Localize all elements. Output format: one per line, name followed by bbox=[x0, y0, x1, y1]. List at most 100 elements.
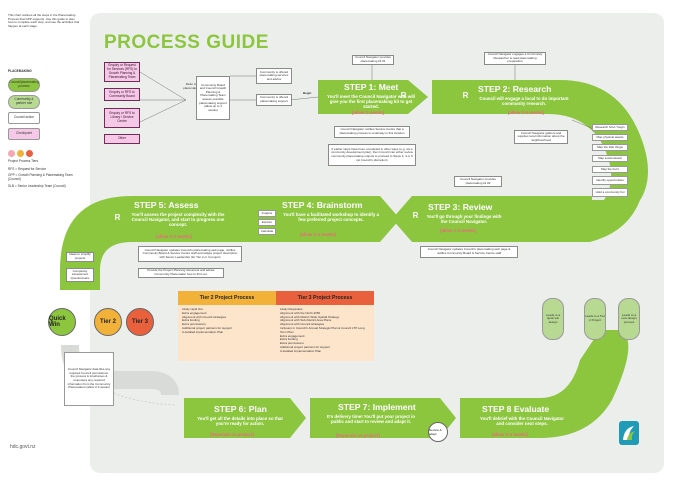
step8-duration: [allow 2-4 weeks] bbox=[492, 432, 528, 437]
navigator-icon: R bbox=[412, 211, 419, 220]
step4-imagine: Imagine bbox=[258, 210, 276, 217]
step5-body: You'll assess the project complexity wit… bbox=[131, 212, 225, 228]
step7-duration: [Depends on project] bbox=[336, 433, 380, 438]
step4-duration: [allow 2-3 weeks] bbox=[300, 232, 336, 237]
legend-community-role: Community & partner role bbox=[8, 95, 40, 109]
tier2-item: Extra funding bbox=[182, 318, 200, 323]
legend-council-process: Council/placemaking process bbox=[8, 78, 40, 92]
step5-arrow bbox=[60, 196, 236, 290]
intro-text: This chart outlines all the steps in the… bbox=[8, 13, 80, 28]
step2-duration: [allow 2-4 weeks] bbox=[508, 110, 544, 115]
step8-body: You'll debrief with the Council Navigato… bbox=[480, 416, 564, 427]
permissions-note: Council Navigator data files any require… bbox=[64, 352, 114, 406]
step3-body: You'll go through your findings with the… bbox=[426, 214, 502, 225]
step2-body: Council will engage a local to do import… bbox=[479, 96, 569, 107]
step3-kit-box: Council Navigator provides placemaking k… bbox=[454, 176, 502, 187]
legend-dot-tier2 bbox=[17, 150, 24, 157]
page-title: PROCESS GUIDE bbox=[104, 32, 269, 53]
legend-tiers-label: Project Process Tiers bbox=[8, 159, 39, 163]
legend-abbr-slb: SLB = Senior Leadership Team (Council) bbox=[8, 184, 66, 188]
step1-arrow bbox=[318, 80, 428, 114]
navigator-icon: R bbox=[462, 91, 469, 100]
step7-heading: STEP 7: Implement bbox=[338, 402, 416, 412]
step3-update-box: Council Navigator updates Council's plac… bbox=[420, 246, 518, 258]
tier3-item: A detailed implementation Plan bbox=[280, 348, 322, 353]
lead-tier2-project: Leads to a Tier 2 Project bbox=[584, 298, 606, 340]
review-adapt-badge: Review & adapt bbox=[428, 422, 448, 442]
step2-task: Research brief / begin bbox=[592, 124, 628, 131]
legend-council-action: Council action bbox=[8, 112, 40, 124]
tier2-title: Tier 2 Project Process bbox=[178, 291, 276, 305]
tier3-item: Likely Requisites bbox=[280, 307, 303, 311]
entry-option-gpp: Enquiry or Request for Services (RFS) to… bbox=[104, 62, 140, 82]
step2-researcher-box: Council Navigator engages a Community Re… bbox=[484, 52, 546, 65]
entry-option-board: Enquiry or RFS to Community Board bbox=[104, 88, 140, 101]
step1-kit-box: Council Navigator provides placemaking k… bbox=[352, 55, 394, 65]
complexity-questionnaire-box: Complexity Assessment Questionnaire bbox=[66, 268, 94, 282]
step6-body: You'll get all the details into place so… bbox=[197, 416, 283, 427]
step3-duration: [allow 1-2 weeks] bbox=[440, 228, 476, 233]
tier2-list: Likely rapid hire Extra engagement Align… bbox=[178, 305, 276, 361]
legend-checkpoint: Checkpoint bbox=[8, 128, 40, 140]
tier2-item: A detailed implementation Plan bbox=[182, 329, 224, 334]
navigator-icon: R bbox=[114, 213, 121, 222]
step1-notify-box: Council Navigator notifies Service Centr… bbox=[334, 126, 410, 138]
step5-duration: [allow 1-2 weeks] bbox=[156, 234, 192, 239]
step8-arrow bbox=[460, 330, 629, 438]
quick-win-circle: Quick Win bbox=[48, 308, 76, 336]
step4-explore: Explore bbox=[258, 219, 276, 226]
tier3-item: Alignment with District Wide Spatial Str… bbox=[280, 314, 340, 319]
legend-dot-quickwin bbox=[8, 150, 15, 157]
navigator-icon: R bbox=[400, 91, 407, 100]
step3-heading: STEP 3: Review bbox=[428, 202, 493, 212]
step2-task: Identify opportunities bbox=[592, 176, 628, 185]
offered-support-box: Community is offered placemaking support bbox=[256, 94, 292, 106]
council-logo bbox=[619, 421, 639, 445]
step1-body: You'll meet the Council Navigator who wi… bbox=[327, 94, 415, 110]
tier3-item: Alignment with the North 2050 bbox=[280, 310, 321, 315]
tier3-item: Inclusion in Council's Annual Strategic … bbox=[280, 325, 365, 334]
entry-option-library: Enquiry or RFS to Library / Service Cent… bbox=[104, 108, 140, 128]
step4-arrow bbox=[236, 196, 400, 242]
step2-task: Map physical assets bbox=[592, 134, 628, 141]
tier3-item: Additional project partners for support bbox=[280, 344, 331, 349]
step8-heading: STEP 8 Evaluate bbox=[482, 404, 550, 414]
tier3-item: Extra funding bbox=[280, 337, 298, 342]
step2-task: Hold a community hui bbox=[592, 188, 628, 197]
tier3-item: Alignment with Council strategies bbox=[280, 322, 325, 327]
tier2-item: Likely rapid hire bbox=[182, 307, 204, 311]
step2-task: Map the buzz bbox=[592, 166, 628, 173]
tier2-item: Alignment with Council strategies bbox=[182, 314, 227, 319]
step3-arrow bbox=[392, 196, 640, 242]
simplify-ideas-box: Ideas to simplify projects bbox=[66, 252, 94, 262]
footer-url: hdc.govt.nz bbox=[10, 444, 36, 450]
board-assess-box: Community Board and Council Growth Plann… bbox=[196, 76, 230, 120]
lead-quick-win: Leads to a quick win design bbox=[542, 298, 564, 340]
tier2-item: Additional project partners for support bbox=[182, 325, 233, 330]
step2-info-box: Council Navigator gathers and supplies l… bbox=[514, 130, 568, 144]
tier3-list: Likely Requisites Alignment with the Nor… bbox=[276, 305, 374, 361]
step6-arrow bbox=[184, 398, 306, 438]
step2-arrow bbox=[432, 80, 648, 212]
tier3-circle: Tier 3 bbox=[126, 308, 154, 336]
step6-duration: [Depends on project] bbox=[210, 432, 254, 437]
legend-dot-tier3 bbox=[26, 150, 33, 157]
offered-services-box: Community is offered placemaking service… bbox=[256, 68, 292, 84]
tier3-item: Alignment with Sub-District Area Plans bbox=[280, 318, 332, 323]
tier2-item: Extra permissions bbox=[182, 322, 206, 327]
step7-body: It's delivery time! You'll put your proj… bbox=[326, 414, 416, 425]
entry-option-other: Other bbox=[104, 134, 140, 144]
step1-duration: [allow 2 weeks] bbox=[352, 110, 384, 115]
step1-heading: STEP 1: Meet bbox=[344, 82, 399, 92]
step5-lodge-box: Council Navigator updates Council's plac… bbox=[138, 246, 242, 262]
legend-abbr-gpp: GPP = Growth Planning & Placemaking Team… bbox=[8, 173, 73, 181]
step5-heading: STEP 5: Assess bbox=[134, 200, 199, 210]
step2-heading: STEP 2: Research bbox=[478, 84, 552, 94]
step6-heading: STEP 6: Plan bbox=[214, 404, 267, 414]
legend-abbr-rfs: RFS = Request for Service bbox=[8, 167, 46, 171]
step4-body: You'll have a facilitated workshop to id… bbox=[283, 212, 379, 223]
tier2-item: Extra engagement bbox=[182, 310, 207, 315]
step4-calculate: Calculate bbox=[258, 228, 276, 235]
